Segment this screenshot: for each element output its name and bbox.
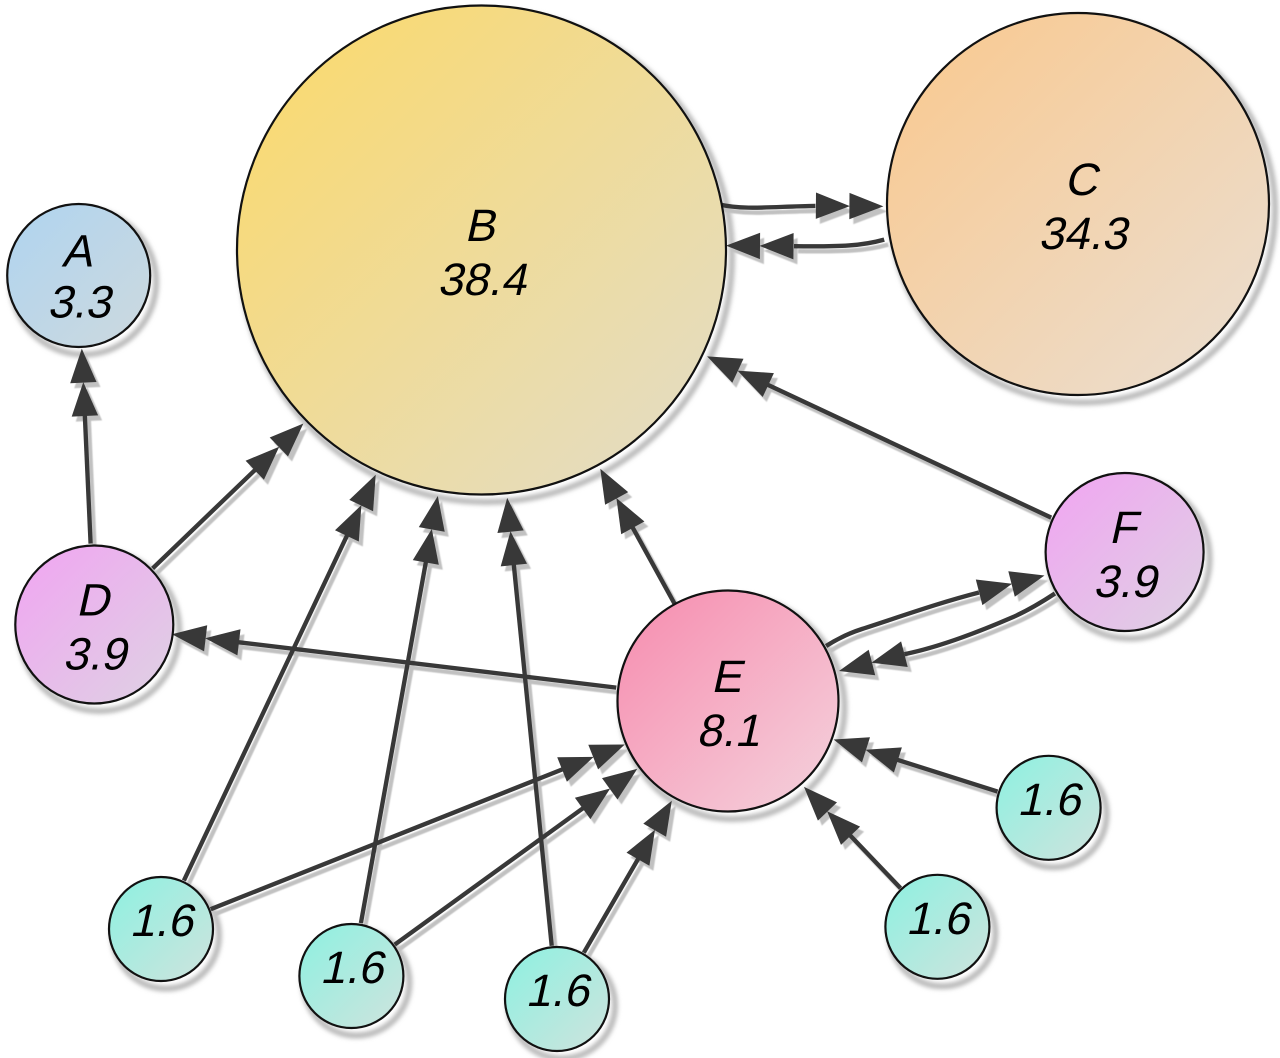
svg-text:34.3: 34.3 [1036,208,1136,259]
svg-text:1.6: 1.6 [127,895,202,946]
svg-text:1.6: 1.6 [318,942,393,993]
svg-text:8.1: 8.1 [694,705,769,756]
svg-text:1.6: 1.6 [904,892,979,943]
svg-text:3.3: 3.3 [45,276,120,327]
svg-text:3.9: 3.9 [1091,556,1166,607]
svg-text:3.9: 3.9 [60,628,135,679]
svg-text:1.6: 1.6 [1015,773,1090,824]
svg-text:38.4: 38.4 [435,254,535,305]
svg-text:1.6: 1.6 [523,965,598,1016]
